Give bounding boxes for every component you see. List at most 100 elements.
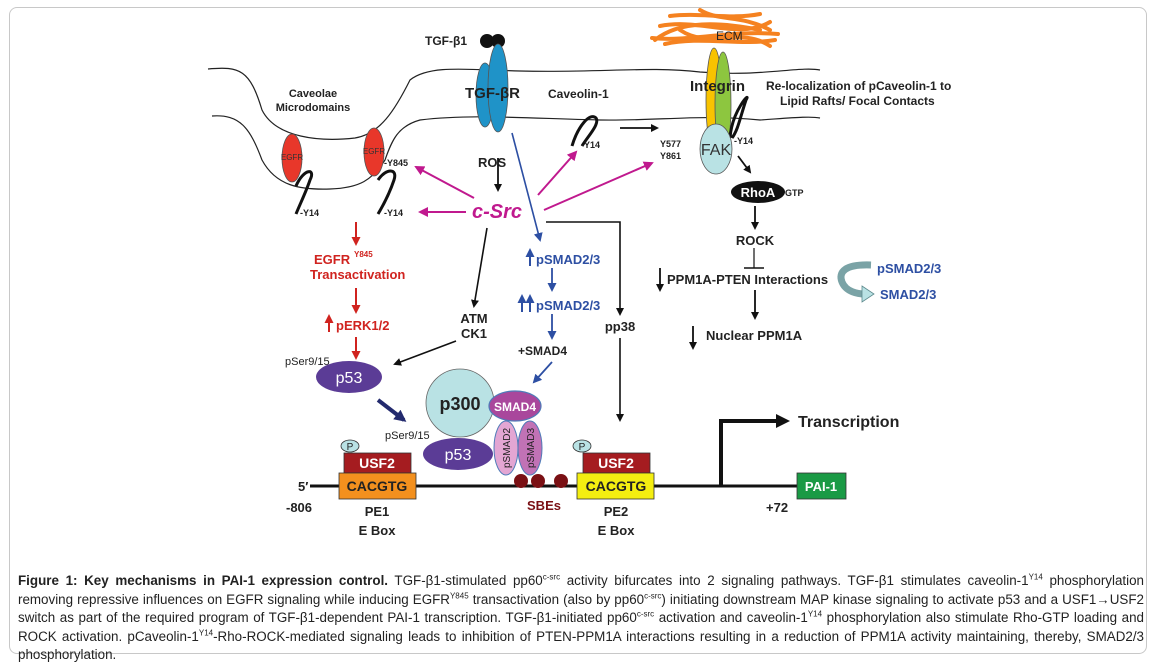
caveolin-right [376,169,397,215]
cycle-smad-label: SMAD2/3 [880,287,936,302]
atm-label: ATM [460,311,487,326]
usf2-right-label: USF2 [598,455,634,471]
p53-top-label: p53 [336,370,363,387]
cacgtg-right-box [576,472,655,500]
egfr-right-node [363,127,385,177]
smad4-node [488,390,542,422]
tgfb1-ligand-dot-2 [491,34,505,48]
pe1-label: PE1 [365,504,390,519]
ros-label: ROS [478,155,507,170]
csrc-to-caveolin1-arrow [537,150,578,196]
ppm1a-pten-label: PPM1A-PTEN Interactions [667,272,828,287]
rock-label: ROCK [736,233,775,248]
caption-sup: Y14 [807,609,823,619]
csrc-to-atm-arrow [471,227,488,308]
pai1-label: PAI-1 [805,479,837,494]
csrc-to-egfr-y845-arrow [414,166,475,199]
caveolin-left [294,170,313,215]
smad4-to-complex-arrow [532,361,553,384]
egfr-trans-label: EGFR [314,252,351,267]
csrc-label: c-Src [472,201,522,223]
caption-sup: c-src [636,609,655,619]
five-prime-label: 5′ [298,479,308,494]
pathway-diagram: ECM Integrin Re-localization of pCaveoli… [207,8,951,538]
p53-top-node [316,361,382,393]
caveolin1-center [570,115,599,147]
csrc-to-fak-arrow [543,161,654,211]
plus-smad4-label: +SMAD4 [518,344,567,358]
relocalization-line1: Re-localization of pCaveolin-1 to [766,79,951,93]
phospho-right-icon [572,439,592,453]
integrin-label: Integrin [690,78,745,95]
pe2-label: PE2 [604,504,629,519]
pai1-gene-box [796,472,847,500]
caption-sup: Y14 [198,628,214,638]
figure-frame [9,7,1147,654]
smad4-label: SMAD4 [494,400,536,414]
caption-text: phosphorylation removing repressive infl… [18,573,1144,607]
caption-text: transactivation (also by pp60 [468,591,645,607]
cacgtg-left-box [338,472,417,500]
y14-right-label: -Y14 [384,208,403,218]
pser-bottom-label: pSer9/15 [385,430,430,442]
caveolin1-label: Caveolin-1 [548,87,609,101]
sbe-dot-1 [514,474,528,488]
pp38-label: pp38 [605,319,635,334]
psmad3-node [517,420,543,476]
nuclear-ppm1a-label: Nuclear PPM1A [706,328,803,343]
y14-left-label: -Y14 [300,208,319,218]
perk-label: pERK1/2 [336,318,389,333]
caveolae-label-line1: Caveolae [289,88,337,100]
rhoa-label: RhoA [741,185,776,200]
egfr-right-label: EGFR [363,147,385,156]
dephosphorylation-cycle-icon [837,261,872,298]
transcription-start-arrow [719,414,790,486]
tgfb1-label: TGF-β1 [425,34,467,48]
minus806-label: -806 [286,500,312,515]
tgfbr-to-psmad-arrow [511,132,543,242]
figure-caption: Figure 1: Key mechanisms in PAI-1 expres… [18,572,1144,665]
caption-text: phosphorylation also stimulate Rho-GTP l… [18,610,1145,644]
egfr-left-label: EGFR [281,153,303,162]
sbe-dot-3 [554,474,568,488]
phospho-left-label: P [347,442,354,453]
cacgtg-left-label: CACGTG [347,478,408,494]
p53-translocation-arrow [376,398,407,422]
psmad2-label: pSMAD2 [502,428,513,468]
caption-text: activation and caveolin-1 [654,610,808,626]
psmad-up-label: pSMAD2/3 [536,252,600,267]
ebox1-label: E Box [359,523,397,538]
ecm-fibers [650,8,780,48]
plus72-label: +72 [766,500,788,515]
psmad3-label: pSMAD3 [526,428,537,468]
fak-node [699,123,733,175]
caveolae-label-line2: Microdomains [276,102,351,114]
relocalization-line2: Lipid Rafts/ Focal Contacts [780,94,935,108]
ebox2-label: E Box [598,523,636,538]
ecm-label: ECM [716,29,743,43]
phospho-left-icon [340,439,360,453]
egfr-trans-sup: Y845 [354,250,373,259]
usf2-left-label: USF2 [359,455,395,471]
fak-label: FAK [701,142,732,159]
cycle-psmad-label: pSMAD2/3 [877,261,941,276]
egfr-left-node [281,133,303,183]
tgfbr-label: TGF-βR [465,85,520,102]
y14-center-label: -Y14 [581,140,600,150]
y845-label: -Y845 [384,158,408,168]
cycle-arrowhead-icon [861,285,875,303]
cacgtg-right-label: CACGTG [586,478,647,494]
pser-top-label: pSer9/15 [285,356,330,368]
fak-y14-label: -Y14 [734,136,753,146]
transactivation-label: Transactivation [310,267,405,282]
caption-sup: Y14 [1028,572,1043,582]
tgfb1-ligand-dot-1 [480,34,494,48]
caption-text: ) initiating downstream MAP kinase signa… [18,591,1144,626]
caption-text: activity bifurcates into 2 signaling pat… [560,573,1029,588]
caption-title: Figure 1: Key mechanisms in PAI-1 expres… [18,573,389,588]
p300-label: p300 [439,394,480,414]
sbes-label: SBEs [527,498,561,513]
rhoa-node [731,181,785,203]
phospho-right-label: P [579,442,586,453]
tgfbr-subunit-2 [487,43,509,133]
